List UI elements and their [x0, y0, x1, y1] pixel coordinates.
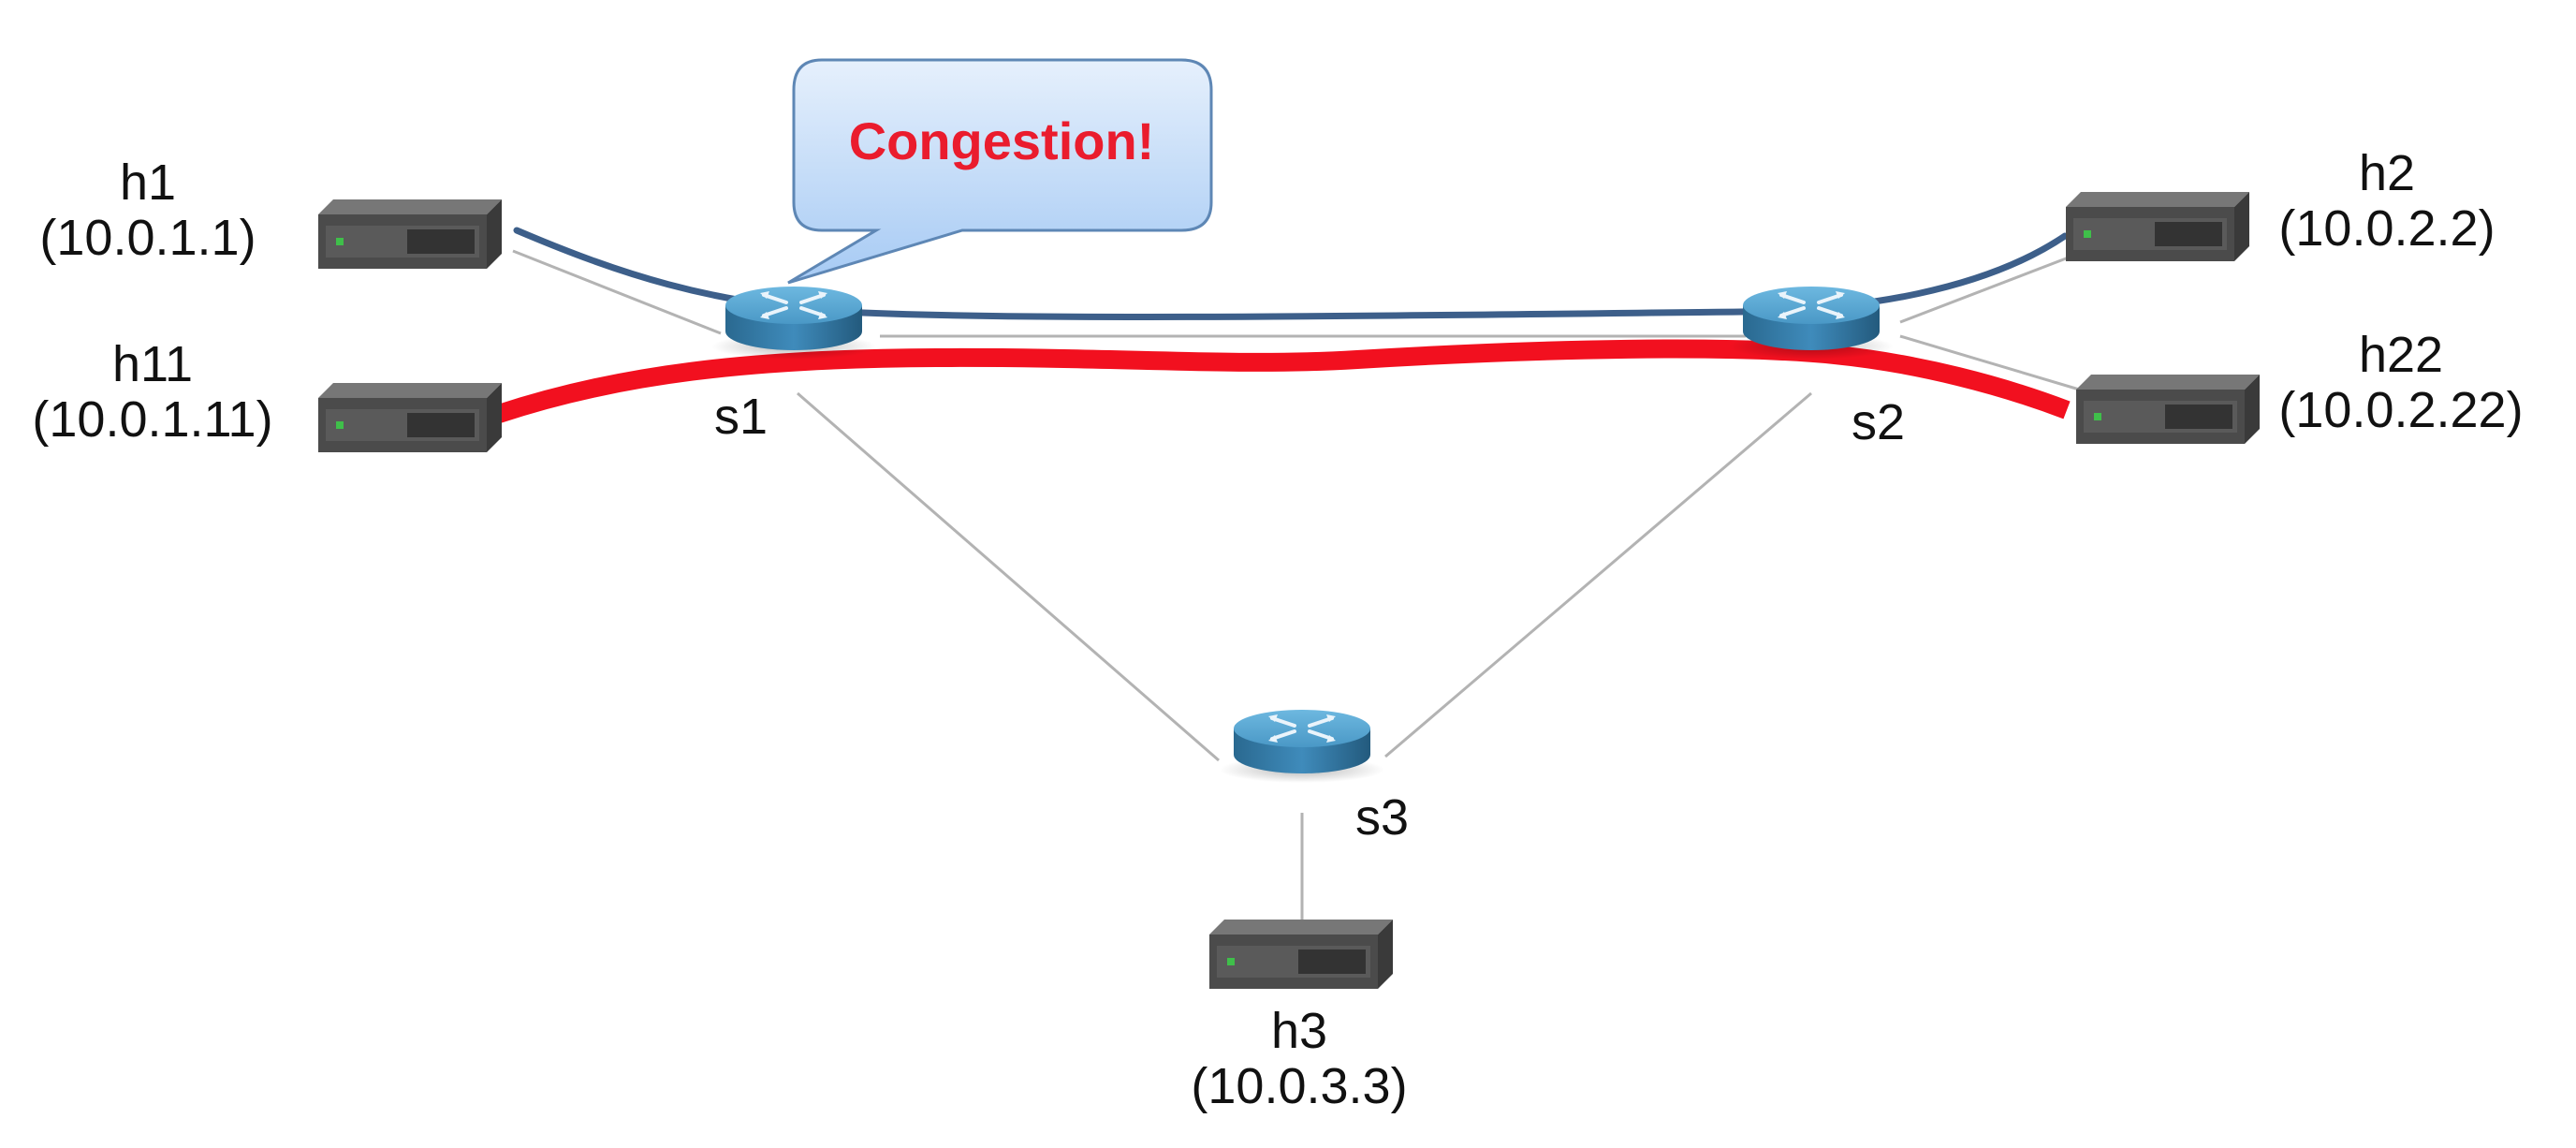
link-s2-h22 [1899, 334, 2086, 393]
switch-s1[interactable] [710, 285, 878, 361]
host-ip: (10.0.1.1) [39, 210, 256, 267]
host-label-h22: h22 (10.0.2.22) [2265, 327, 2537, 439]
host-h22[interactable] [2076, 375, 2260, 444]
host-h3[interactable] [1209, 920, 1393, 989]
switch-label-s2: s2 [1852, 394, 1906, 450]
links [512, 249, 2086, 922]
host-label-h3: h3 (10.0.3.3) [1168, 1003, 1430, 1115]
link-s2-s3 [1384, 391, 1812, 758]
switch-label-s1: s1 [714, 389, 768, 445]
host-label-h11: h11 (10.0.1.11) [17, 336, 288, 449]
congestion-callout [787, 58, 1213, 285]
host-label-h2: h2 (10.0.2.2) [2265, 145, 2509, 258]
host-h11[interactable] [318, 383, 502, 452]
host-ip: (10.0.3.3) [1191, 1058, 1408, 1115]
host-ip: (10.0.2.22) [2278, 382, 2524, 439]
host-ip: (10.0.1.11) [32, 391, 273, 449]
link-s2-h2 [1899, 249, 2086, 324]
switch-s3[interactable] [1218, 708, 1386, 785]
switch-label-s3: s3 [1355, 789, 1410, 846]
host-h2[interactable] [2066, 192, 2249, 261]
host-name: h11 [111, 336, 194, 392]
switch-s2[interactable] [1727, 285, 1895, 361]
host-name: h3 [1270, 1003, 1328, 1059]
host-name: h1 [119, 155, 177, 211]
host-ip: (10.0.2.2) [2278, 200, 2496, 258]
host-name: h2 [2358, 145, 2416, 201]
flow-h1-h2 [513, 227, 2069, 320]
congestion-callout-text: Congestion! [848, 111, 1155, 170]
host-h1[interactable] [318, 199, 502, 269]
link-s1-s3 [797, 391, 1220, 762]
link-h1-s1 [512, 249, 722, 335]
host-name: h22 [2358, 327, 2444, 383]
flow-h11-h22 [495, 339, 2071, 423]
host-label-h1: h1 (10.0.1.1) [26, 155, 270, 267]
